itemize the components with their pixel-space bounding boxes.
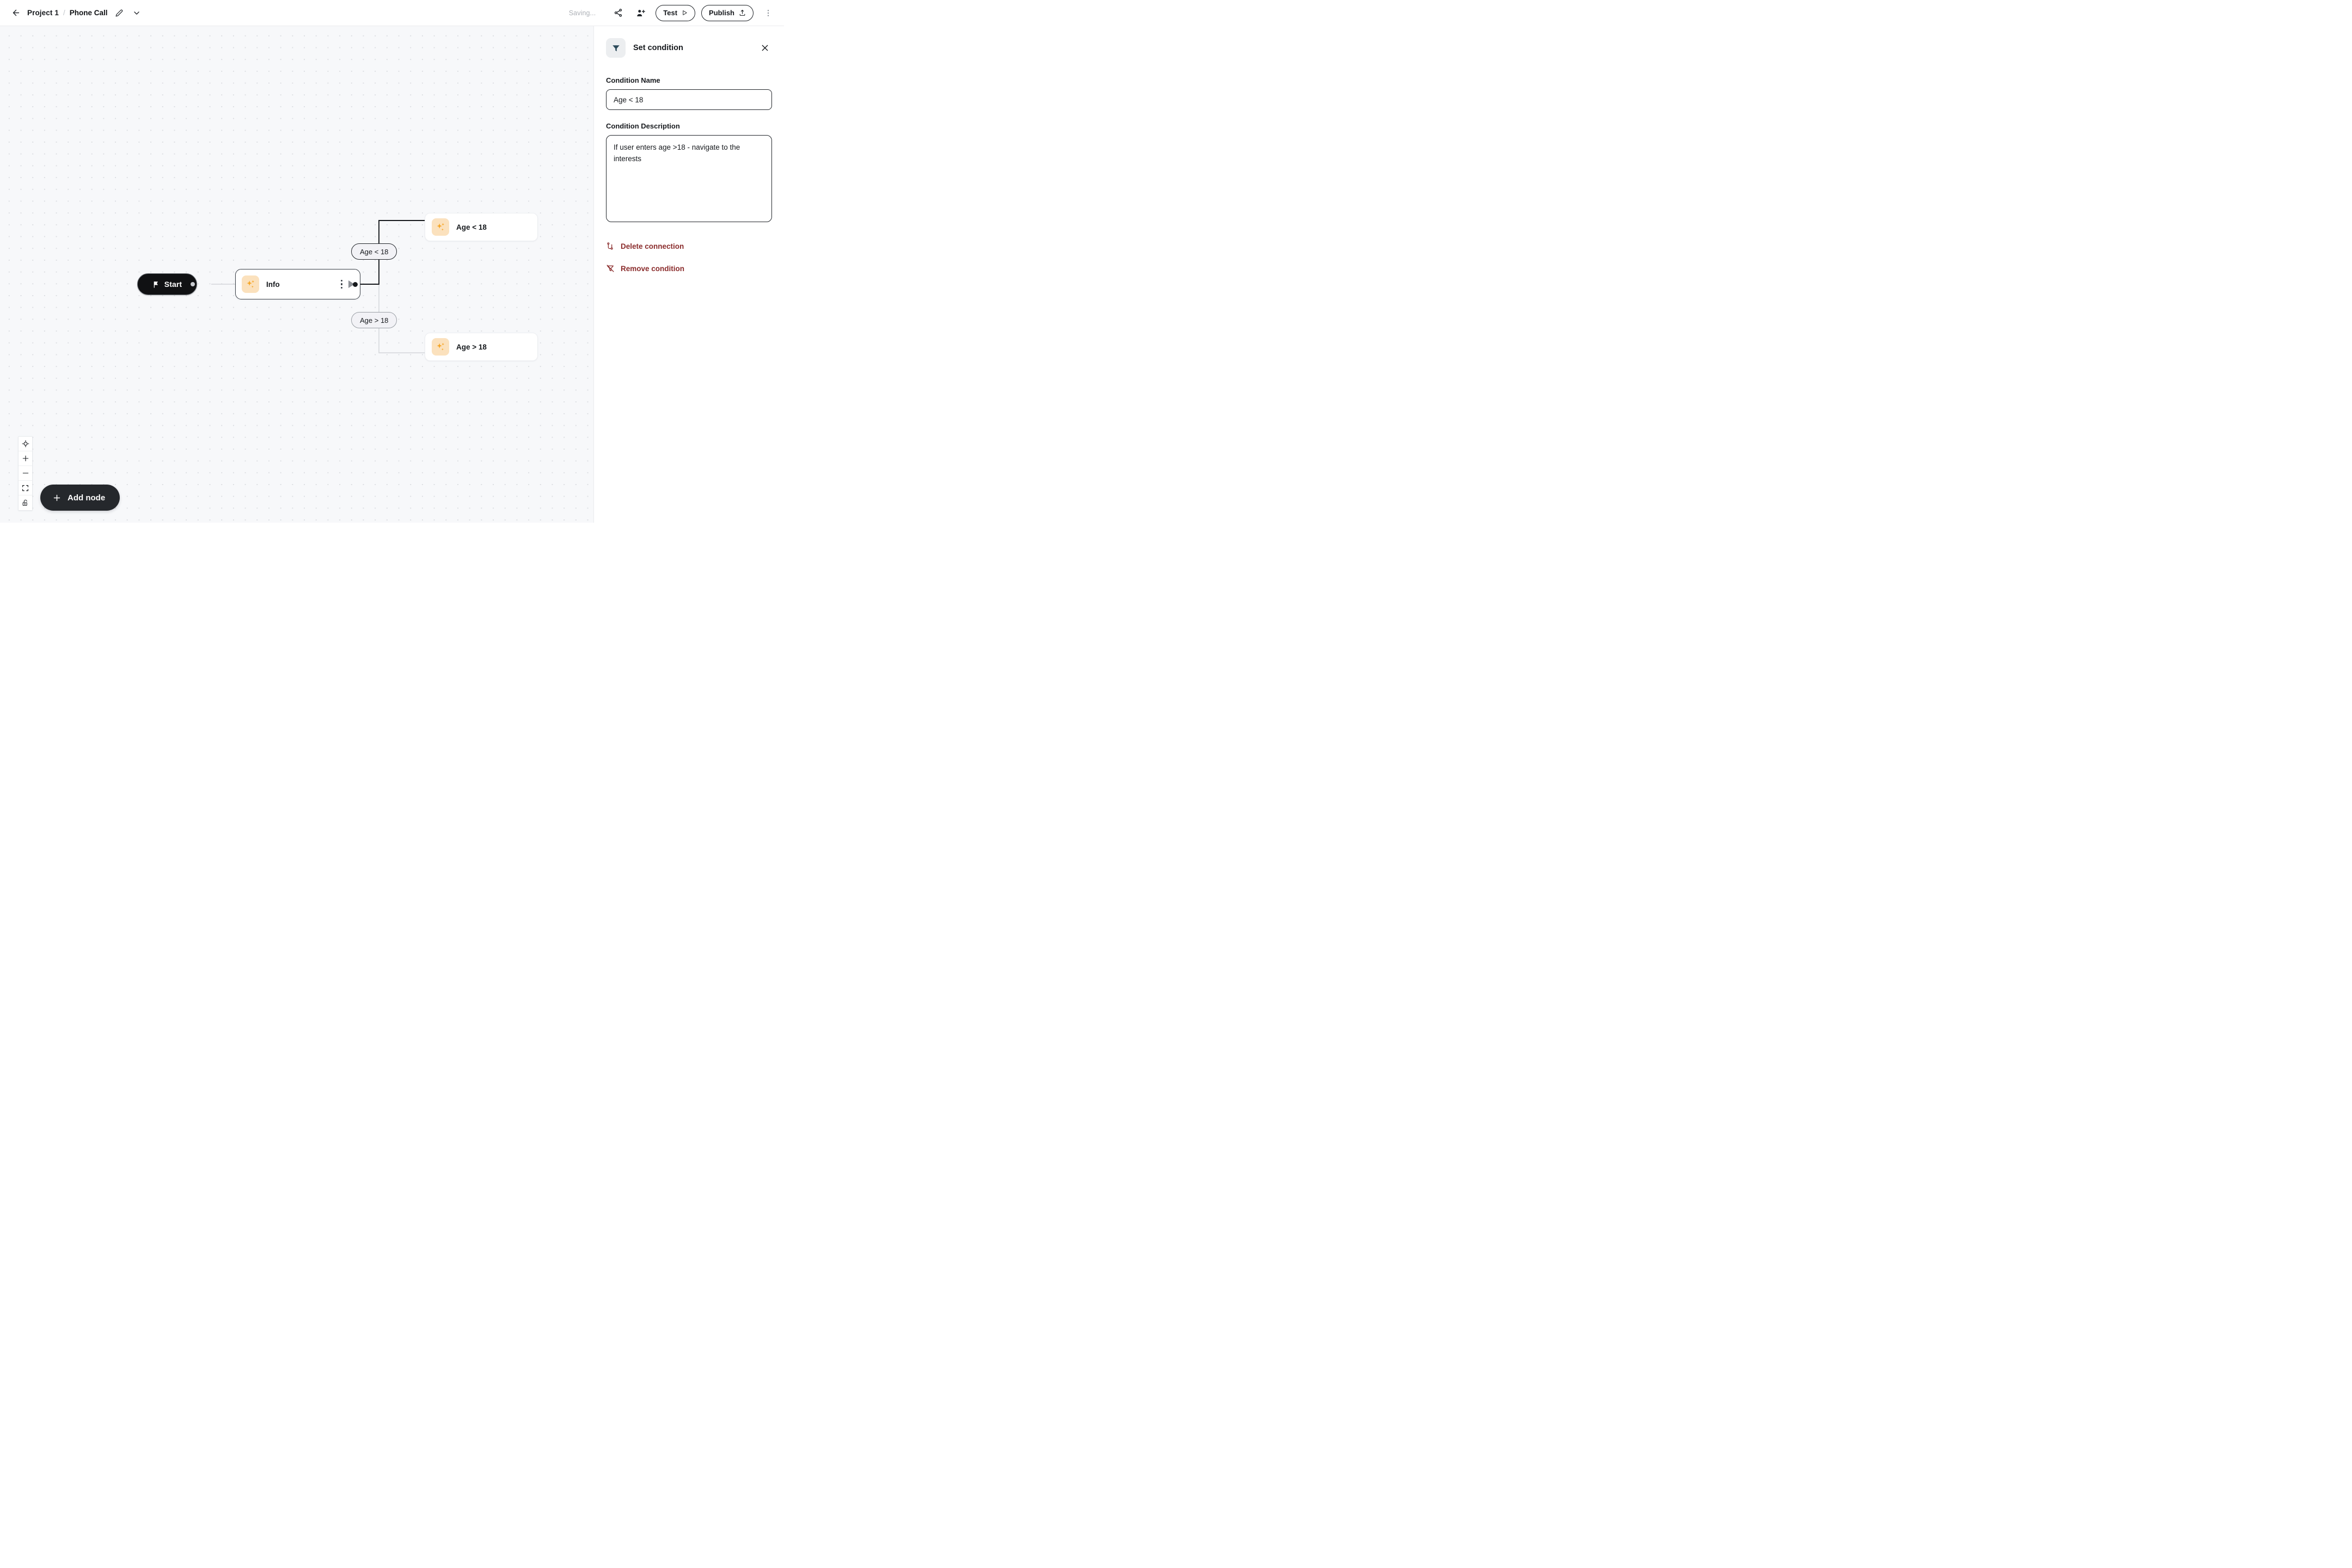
remove-condition-label: Remove condition <box>621 264 685 273</box>
plus-icon <box>53 494 60 501</box>
center-view-button[interactable] <box>19 437 32 451</box>
fit-screen-icon <box>22 485 28 491</box>
node-info-menu-button[interactable] <box>339 278 344 291</box>
set-condition-panel: Set condition Condition Name Condition D… <box>593 26 784 523</box>
delete-connection-label: Delete connection <box>621 242 684 250</box>
condition-description-label: Condition Description <box>606 122 680 130</box>
filter-off-icon <box>607 265 614 272</box>
flow-menu-button[interactable] <box>128 5 145 21</box>
add-node-button[interactable]: Add node <box>40 485 120 511</box>
lock-canvas-button[interactable] <box>19 495 32 510</box>
page-title: Phone Call <box>69 9 108 17</box>
node-age-lt-18-label: Age < 18 <box>456 223 487 231</box>
node-info-tools <box>339 278 354 291</box>
condition-pill-age-gt-18[interactable]: Age > 18 <box>351 312 397 328</box>
sparkles-icon <box>437 342 444 351</box>
close-panel-button[interactable] <box>758 41 772 55</box>
panel-title: Set condition <box>633 44 683 52</box>
rename-flow-button[interactable] <box>111 5 127 21</box>
play-icon <box>683 10 687 15</box>
fit-view-button[interactable] <box>19 481 32 495</box>
flag-icon <box>154 281 158 287</box>
sparkles-icon-box <box>432 218 449 236</box>
top-bar-actions: Saving... Test <box>568 4 776 21</box>
close-icon <box>762 45 768 51</box>
start-output-handle[interactable] <box>191 282 195 286</box>
condition-pill-age-lt-18[interactable]: Age < 18 <box>351 243 397 260</box>
unlock-icon <box>22 499 27 506</box>
test-button[interactable]: Test <box>656 4 696 21</box>
condition-pill-label: Age > 18 <box>360 316 389 324</box>
condition-description-textarea[interactable] <box>606 135 772 222</box>
node-age-gt-18-label: Age > 18 <box>456 342 487 351</box>
more-options-button[interactable] <box>760 5 776 21</box>
back-button[interactable] <box>8 5 24 21</box>
node-age-lt-18[interactable]: Age < 18 <box>425 213 538 241</box>
share-icon <box>614 9 622 17</box>
unlink-icon <box>607 242 613 250</box>
breadcrumb-project[interactable]: Project 1 <box>27 9 59 17</box>
node-info-label: Info <box>266 280 280 289</box>
upload-icon <box>739 10 745 16</box>
sparkles-icon-box <box>432 338 449 356</box>
app-root: Project 1 / Phone Call Saving... <box>0 0 784 523</box>
info-output-handle[interactable] <box>353 282 358 287</box>
body: Start Info <box>0 26 784 523</box>
condition-pill-label: Age < 18 <box>360 247 389 256</box>
saving-status: Saving... <box>568 9 596 17</box>
plus-icon <box>22 455 28 462</box>
node-start-label: Start <box>164 280 182 289</box>
filter-funnel-icon <box>612 45 620 51</box>
publish-button-label: Publish <box>709 9 734 17</box>
breadcrumb-separator: / <box>63 9 65 17</box>
condition-name-label: Condition Name <box>606 76 660 84</box>
node-info[interactable]: Info <box>235 269 360 299</box>
test-button-label: Test <box>663 9 678 17</box>
sparkles-icon <box>247 280 254 288</box>
filter-funnel-icon-box <box>606 38 626 58</box>
add-person-icon <box>637 9 646 16</box>
delete-connection-button[interactable]: Delete connection <box>606 238 684 254</box>
node-age-gt-18[interactable]: Age > 18 <box>425 333 538 361</box>
minus-icon <box>22 473 28 474</box>
condition-name-input[interactable] <box>606 89 772 110</box>
arrow-left-icon <box>13 9 19 16</box>
remove-condition-button[interactable]: Remove condition <box>606 261 684 276</box>
zoom-in-button[interactable] <box>19 451 32 466</box>
zoom-out-button[interactable] <box>19 466 32 481</box>
kebab-menu-icon <box>767 9 769 16</box>
add-node-label: Add node <box>68 493 106 503</box>
node-info-run-button[interactable] <box>348 280 354 288</box>
sparkles-icon <box>437 223 444 231</box>
share-button[interactable] <box>610 5 626 21</box>
pencil-icon <box>116 9 123 16</box>
chevron-down-icon <box>134 11 140 15</box>
panel-header: Set condition <box>606 38 772 58</box>
publish-button[interactable]: Publish <box>701 4 754 21</box>
top-bar: Project 1 / Phone Call Saving... <box>0 0 784 26</box>
flow-canvas[interactable]: Start Info <box>0 26 593 523</box>
crosshair-icon <box>22 440 29 448</box>
breadcrumb: Project 1 / Phone Call <box>8 5 145 21</box>
invite-user-button[interactable] <box>633 5 649 21</box>
canvas-controls <box>18 436 33 511</box>
sparkles-icon-box <box>242 275 259 293</box>
node-start[interactable]: Start <box>137 273 197 295</box>
